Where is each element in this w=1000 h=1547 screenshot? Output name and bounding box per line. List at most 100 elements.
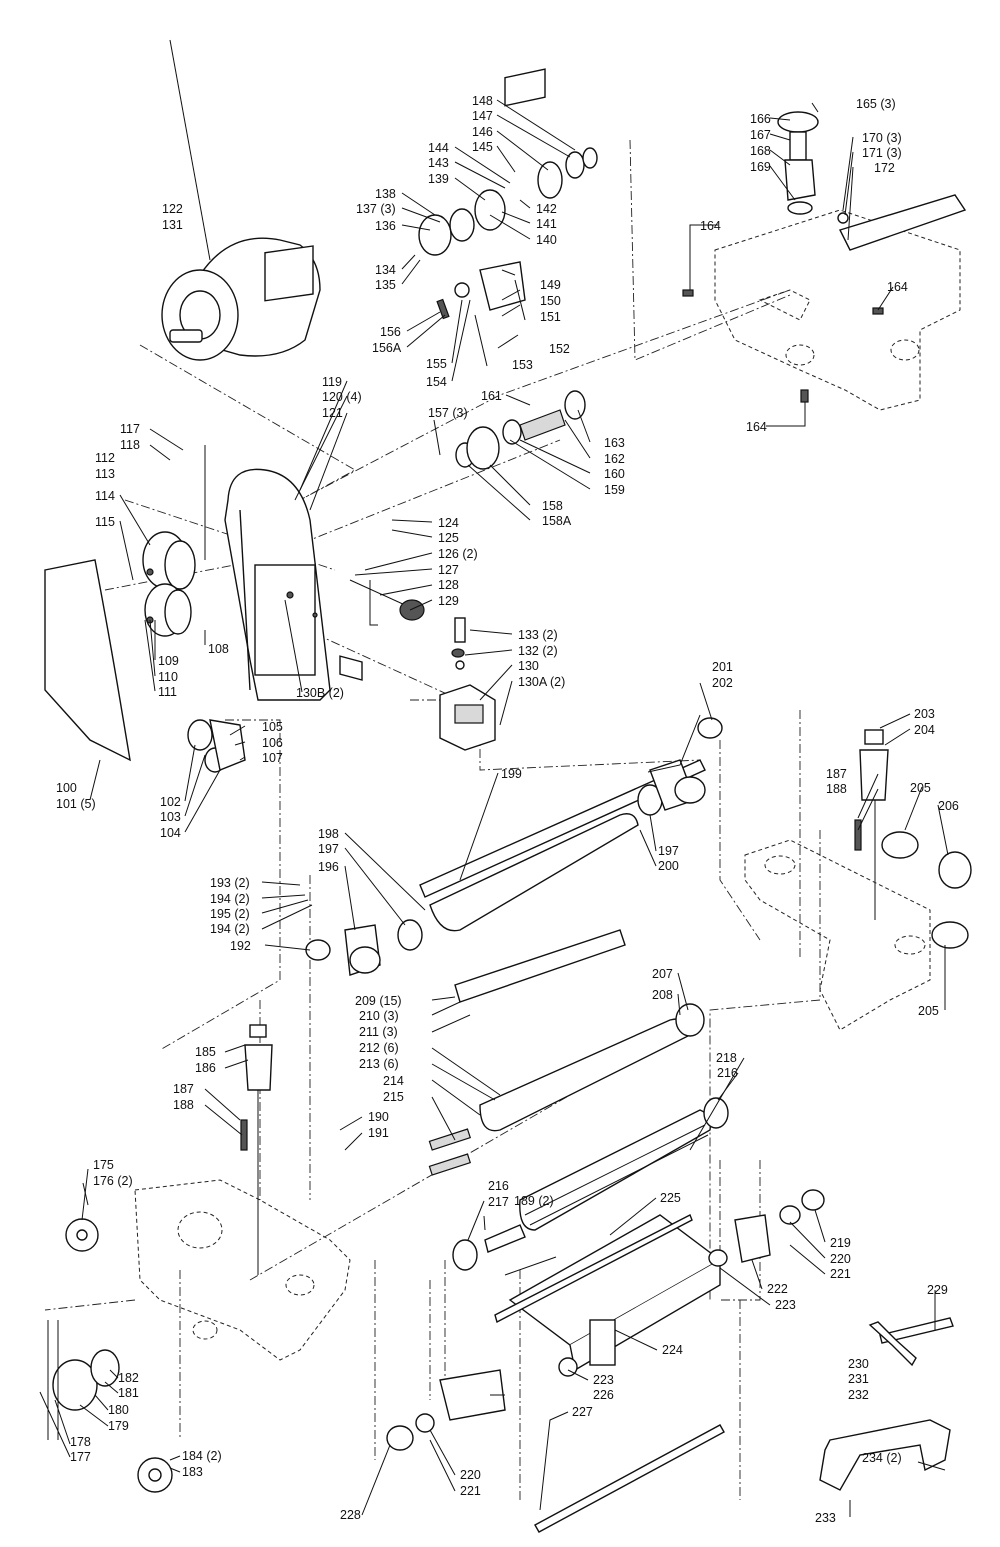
bracket bbox=[187, 719, 246, 773]
callout-113: 113 bbox=[95, 467, 115, 481]
callout-135: 135 bbox=[375, 278, 396, 292]
callout-187a: 187 bbox=[173, 1082, 194, 1096]
shaft-parts bbox=[455, 390, 586, 470]
callout-219: 219 bbox=[830, 1236, 851, 1250]
callout-203: 203 bbox=[914, 707, 935, 721]
callout-144: 144 bbox=[428, 141, 449, 155]
right-frame bbox=[744, 839, 931, 1031]
callout-197a: 197 bbox=[318, 842, 339, 856]
callout-157: 157 (3) bbox=[428, 406, 468, 420]
callout-161: 161 bbox=[481, 389, 502, 403]
callout-164b: 164 bbox=[887, 280, 908, 294]
callout-137: 137 (3) bbox=[356, 202, 396, 216]
callout-226: 226 bbox=[593, 1388, 614, 1402]
switch-box bbox=[439, 684, 496, 751]
callout-176: 176 (2) bbox=[93, 1174, 133, 1188]
callout-159: 159 bbox=[604, 483, 625, 497]
callout-158: 158 bbox=[542, 499, 563, 513]
callout-177: 177 bbox=[70, 1450, 91, 1464]
callout-109: 109 bbox=[158, 654, 179, 668]
callout-185: 185 bbox=[195, 1045, 216, 1059]
callout-201: 201 bbox=[712, 660, 733, 674]
callout-194b: 194 (2) bbox=[210, 922, 250, 936]
callout-218: 218 bbox=[716, 1051, 737, 1065]
callout-193: 193 (2) bbox=[210, 876, 250, 890]
callout-229: 229 bbox=[927, 1283, 948, 1297]
callout-228: 228 bbox=[340, 1508, 361, 1522]
callout-115: 115 bbox=[95, 515, 115, 529]
callout-234: 234 (2) bbox=[862, 1451, 902, 1465]
callout-172: 172 bbox=[874, 161, 895, 175]
callout-114: 114 bbox=[95, 489, 115, 503]
callout-101: 101 (5) bbox=[56, 797, 96, 811]
callout-202: 202 bbox=[712, 676, 733, 690]
callout-169: 169 bbox=[750, 160, 771, 174]
callout-192: 192 bbox=[230, 939, 251, 953]
callout-170: 170 (3) bbox=[862, 131, 902, 145]
gear-train bbox=[418, 68, 598, 256]
callout-labels: 100 101 (5) 102 103 104 105 106 107 108 … bbox=[56, 94, 959, 1525]
callout-120: 120 (4) bbox=[322, 390, 362, 404]
feed-brackets bbox=[386, 1189, 825, 1451]
callout-198: 198 bbox=[318, 827, 339, 841]
callout-194a: 194 (2) bbox=[210, 892, 250, 906]
callout-100: 100 bbox=[56, 781, 77, 795]
callout-131: 131 bbox=[162, 218, 183, 232]
callout-205a: 205 bbox=[910, 781, 931, 795]
wrenches bbox=[819, 1317, 954, 1491]
callout-153: 153 bbox=[512, 358, 533, 372]
callout-127: 127 bbox=[438, 563, 459, 577]
callout-182: 182 bbox=[118, 1371, 139, 1385]
callout-223a: 223 bbox=[775, 1298, 796, 1312]
callout-146: 146 bbox=[472, 125, 493, 139]
callout-204: 204 bbox=[914, 723, 935, 737]
callout-224: 224 bbox=[662, 1343, 683, 1357]
callout-184: 184 (2) bbox=[182, 1449, 222, 1463]
callout-186: 186 bbox=[195, 1061, 216, 1075]
callout-140: 140 bbox=[536, 233, 557, 247]
callout-191: 191 bbox=[368, 1126, 389, 1140]
callout-164a: 164 bbox=[700, 219, 721, 233]
callout-221b: 221 bbox=[460, 1484, 481, 1498]
callout-217: 217 bbox=[488, 1195, 509, 1209]
callout-165: 165 (3) bbox=[856, 97, 896, 111]
callout-207: 207 bbox=[652, 967, 673, 981]
callout-122: 122 bbox=[162, 202, 183, 216]
callout-220a: 220 bbox=[830, 1252, 851, 1266]
callout-154: 154 bbox=[426, 375, 447, 389]
leader-lines bbox=[39, 39, 949, 1517]
callout-117: 117 bbox=[120, 422, 140, 436]
callout-220b: 220 bbox=[460, 1468, 481, 1482]
callout-125: 125 bbox=[438, 531, 459, 545]
callout-112: 112 bbox=[95, 451, 115, 465]
callout-208: 208 bbox=[652, 988, 673, 1002]
callout-136: 136 bbox=[375, 219, 396, 233]
belt-guard bbox=[224, 468, 331, 701]
callout-150: 150 bbox=[540, 294, 561, 308]
callout-213: 213 (6) bbox=[359, 1057, 399, 1071]
callout-178: 178 bbox=[70, 1435, 91, 1449]
callout-225: 225 bbox=[660, 1191, 681, 1205]
callout-164c: 164 bbox=[746, 420, 767, 434]
callout-231: 231 bbox=[848, 1372, 869, 1386]
cover-plate bbox=[44, 559, 131, 762]
callout-215: 215 bbox=[383, 1090, 404, 1104]
callout-222: 222 bbox=[767, 1282, 788, 1296]
callout-132: 132 (2) bbox=[518, 644, 558, 658]
callout-124: 124 bbox=[438, 516, 459, 530]
callout-118: 118 bbox=[120, 438, 140, 452]
callout-119: 119 bbox=[322, 375, 342, 389]
callout-148: 148 bbox=[472, 94, 493, 108]
callout-149: 149 bbox=[540, 278, 561, 292]
callout-107: 107 bbox=[262, 751, 283, 765]
callout-143: 143 bbox=[428, 156, 449, 170]
callout-216a: 216 bbox=[717, 1066, 738, 1080]
callout-180: 180 bbox=[108, 1403, 129, 1417]
bearing-blocks bbox=[305, 717, 723, 976]
callout-129: 129 bbox=[438, 594, 459, 608]
callout-233: 233 bbox=[815, 1511, 836, 1525]
callout-130B: 130B (2) bbox=[296, 686, 344, 700]
pulleys bbox=[142, 531, 196, 637]
callout-206: 206 bbox=[938, 799, 959, 813]
callout-134: 134 bbox=[375, 263, 396, 277]
